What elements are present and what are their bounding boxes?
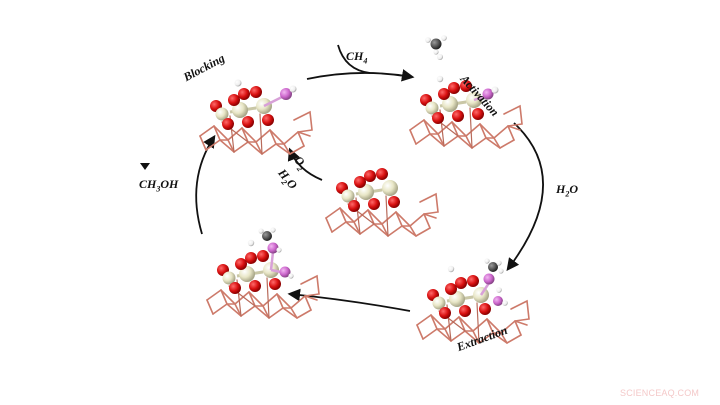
arrow-ch4-input [337,44,371,74]
structure-activation [410,35,522,148]
arrow-product-to-blocking [195,134,216,235]
structure-extraction [417,258,529,343]
label-h2o-right: H2O [556,182,579,199]
structure-product [207,227,319,318]
label-ch3oh: CH3OH [139,177,179,194]
ch3oh-out-arrowhead [140,163,150,170]
arrow-extraction-to-product [287,288,411,312]
arrow-blocking-to-activation [306,69,415,82]
label-ch4: CH4 [346,49,368,66]
watermark: SCIENCEAQ.COM [620,388,700,398]
cycle-arrows [195,44,544,312]
arrow-activation-to-extraction [506,122,544,272]
structure-blocking [200,79,312,155]
structure-center [326,168,438,236]
